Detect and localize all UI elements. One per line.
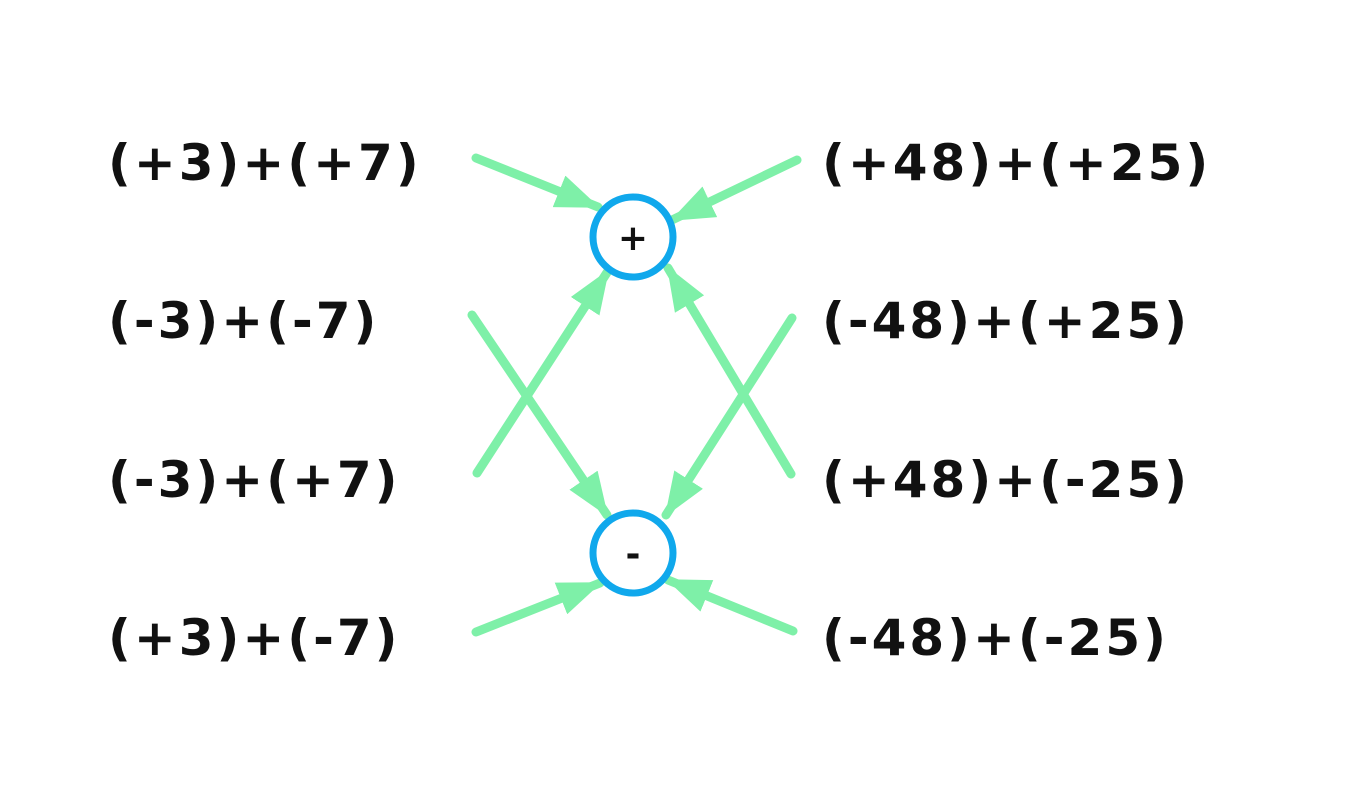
plus-sign: + — [618, 218, 648, 259]
plus-circle — [589, 193, 677, 281]
arrow-left-3-to-plus — [472, 266, 613, 478]
minus-circle — [589, 509, 677, 597]
right-expression-1: (+48)+(+25) — [822, 134, 1211, 192]
minus-sign: - — [626, 534, 641, 575]
right-expression-3: (+48)+(-25) — [822, 451, 1190, 509]
arrow-left-2-to-minus — [467, 310, 612, 520]
arrow-right-2-to-minus — [661, 313, 797, 520]
left-expression-1: (+3)+(+7) — [108, 134, 422, 192]
plus-node: + — [589, 193, 677, 281]
arrow-left-4-to-minus — [471, 578, 605, 637]
arrow-right-4-to-minus — [663, 575, 798, 636]
arrow-left-1-to-plus — [471, 153, 603, 212]
arrow-group — [467, 153, 802, 637]
right-expression-2: (-48)+(+25) — [822, 292, 1190, 350]
right-expressions: (+48)+(+25) (-48)+(+25) (+48)+(-25) (-48… — [822, 134, 1211, 667]
arrow-right-1-to-plus — [667, 155, 802, 225]
left-expression-4: (+3)+(-7) — [108, 609, 401, 667]
right-expression-4: (-48)+(-25) — [822, 609, 1169, 667]
arrow-right-3-to-plus — [663, 263, 796, 479]
left-expressions: (+3)+(+7) (-3)+(-7) (-3)+(+7) (+3)+(-7) — [108, 134, 422, 667]
left-expression-3: (-3)+(+7) — [108, 451, 401, 509]
minus-node: - — [589, 509, 677, 597]
left-expression-2: (-3)+(-7) — [108, 292, 379, 350]
